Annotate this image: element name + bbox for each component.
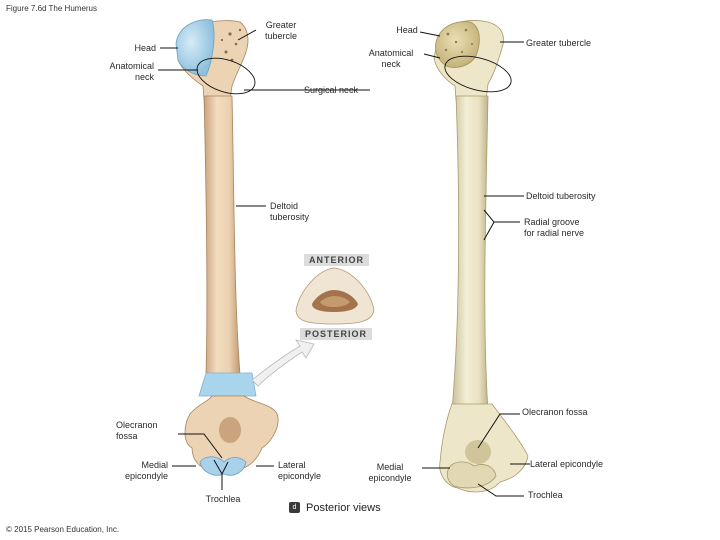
anterior-humerus	[175, 19, 279, 476]
leader-lines	[158, 29, 530, 497]
label-anterior-olecranon-fossa: Olecranon fossa	[116, 420, 158, 441]
label-posterior-medial-epicondyle: Medial epicondyle	[368, 462, 412, 483]
label-posterior-head: Head	[396, 25, 418, 35]
posterior-shaft	[451, 95, 489, 411]
label-anterior-lateral-epicondyle: Lateral epicondyle	[278, 460, 322, 481]
label-anterior-greater-tubercle: Greater tubercle	[264, 20, 298, 41]
anterior-trochlea-cartilage	[199, 456, 247, 476]
label-anterior-deltoid-tuberosity: Deltoid tuberosity	[270, 201, 310, 222]
posterior-olecranon-fossa	[465, 440, 491, 464]
label-posterior-trochlea: Trochlea	[528, 490, 563, 500]
label-posterior-olecranon-fossa: Olecranon fossa	[522, 407, 588, 417]
figure-title: Figure 7.6d The Humerus	[6, 4, 98, 13]
view-letter-badge: d	[289, 502, 300, 513]
tag-anterior: ANTERIOR	[304, 254, 369, 266]
label-anterior-medial-epicondyle: Medial epicondyle	[124, 460, 168, 481]
posterior-neck-outline	[444, 55, 512, 93]
label-anterior-head: Head	[134, 43, 156, 53]
cross-section	[295, 267, 375, 325]
label-posterior-anatomical-neck: Anatomical neck	[368, 48, 414, 69]
label-surgical-neck: Surgical neck	[304, 85, 359, 95]
posterior-head-texture	[444, 28, 473, 54]
label-anterior-trochlea: Trochlea	[205, 494, 241, 504]
label-posterior-lateral-epicondyle: Lateral epicondyle	[530, 459, 604, 469]
copyright-notice: © 2015 Pearson Education, Inc.	[6, 525, 120, 534]
label-radial-groove: Radial groove for radial nerve	[524, 217, 585, 238]
anterior-olecranon-fossa	[219, 417, 241, 443]
label-anterior-anatomical-neck: Anatomical neck	[109, 61, 154, 82]
section-arrow	[251, 339, 315, 387]
label-posterior-deltoid-tuberosity: Deltoid tuberosity	[526, 191, 596, 201]
posterior-humerus	[433, 20, 529, 493]
label-posterior-greater-tubercle: Greater tubercle	[526, 38, 592, 48]
view-caption: Posterior views	[306, 502, 381, 514]
tag-posterior: POSTERIOR	[300, 328, 373, 340]
anterior-shaft	[203, 95, 241, 375]
section-plane	[198, 372, 257, 397]
anterior-head-cartilage	[175, 19, 215, 77]
anterior-neck-outline	[196, 57, 256, 95]
posterior-trochlea	[446, 461, 497, 489]
